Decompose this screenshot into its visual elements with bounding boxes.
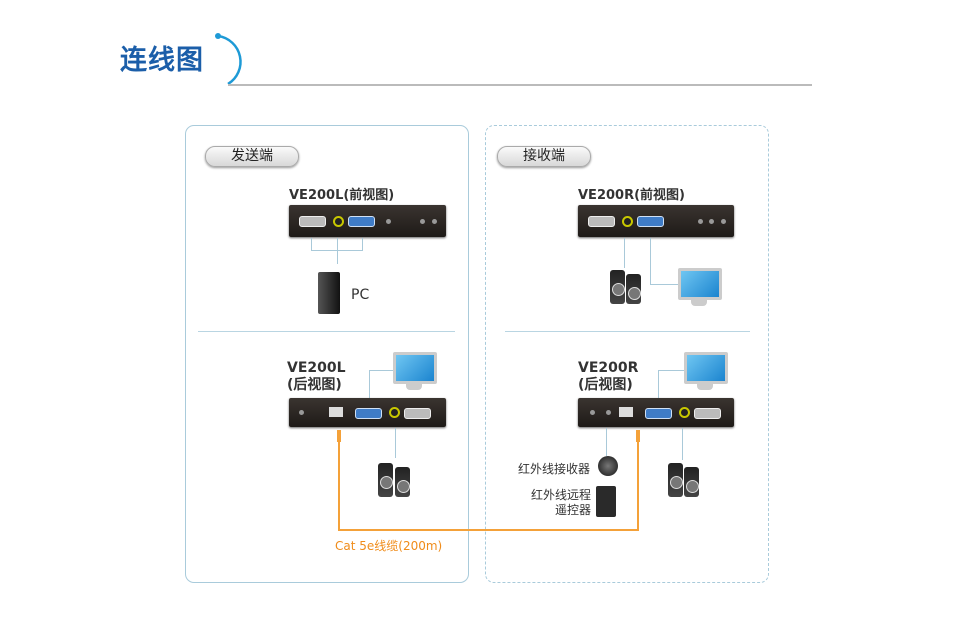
sender-panel: [185, 125, 469, 583]
monitor-icon: [393, 352, 437, 384]
speaker-icon: [610, 270, 625, 304]
ve200r-front-device: [578, 205, 734, 237]
monitor-icon: [684, 352, 728, 384]
monitor-icon: [678, 268, 722, 300]
ir-remote-label-1: 红外线远程: [530, 488, 591, 502]
receiver-label: 接收端: [497, 146, 591, 167]
title-rule: [228, 84, 812, 86]
ve200l-rear-title: VE200L(后视图): [287, 360, 346, 394]
ir-receiver-icon: [598, 456, 618, 476]
ve200r-front-title: VE200R(前视图): [578, 188, 685, 203]
cable-label: Cat 5e线缆(200m): [335, 539, 443, 553]
pc-tower-icon: [318, 272, 340, 314]
speaker-icon: [668, 463, 683, 497]
ve200r-rear-title-1: VE200R: [578, 360, 639, 376]
ir-receiver-label: 红外线接收器: [517, 462, 590, 476]
ve200l-rear-title-1: VE200L: [287, 360, 346, 376]
ve200l-rear-device: [289, 398, 446, 427]
ve200l-front-device: [289, 205, 446, 237]
receiver-panel: [485, 125, 769, 583]
rj45-plug-icon: [636, 430, 640, 442]
ir-remote-icon: [596, 486, 616, 517]
speaker-icon: [378, 463, 393, 497]
ve200l-front-title: VE200L(前视图): [289, 188, 395, 203]
pc-label: PC: [351, 287, 370, 303]
ir-remote-label-2: 遥控器: [554, 503, 591, 517]
sender-label: 发送端: [205, 146, 299, 167]
cable-line: [338, 442, 340, 531]
rj45-plug-icon: [337, 430, 341, 442]
ve200r-rear-device: [578, 398, 734, 427]
page-title: 连线图: [120, 45, 204, 76]
title-arc-icon: [215, 33, 242, 86]
ir-remote-label: 红外线远程遥控器: [500, 488, 591, 518]
ve200r-rear-title: VE200R(后视图): [578, 360, 638, 394]
ve200l-rear-title-2: (后视图): [287, 377, 342, 393]
ve200r-rear-title-2: (后视图): [578, 377, 633, 393]
